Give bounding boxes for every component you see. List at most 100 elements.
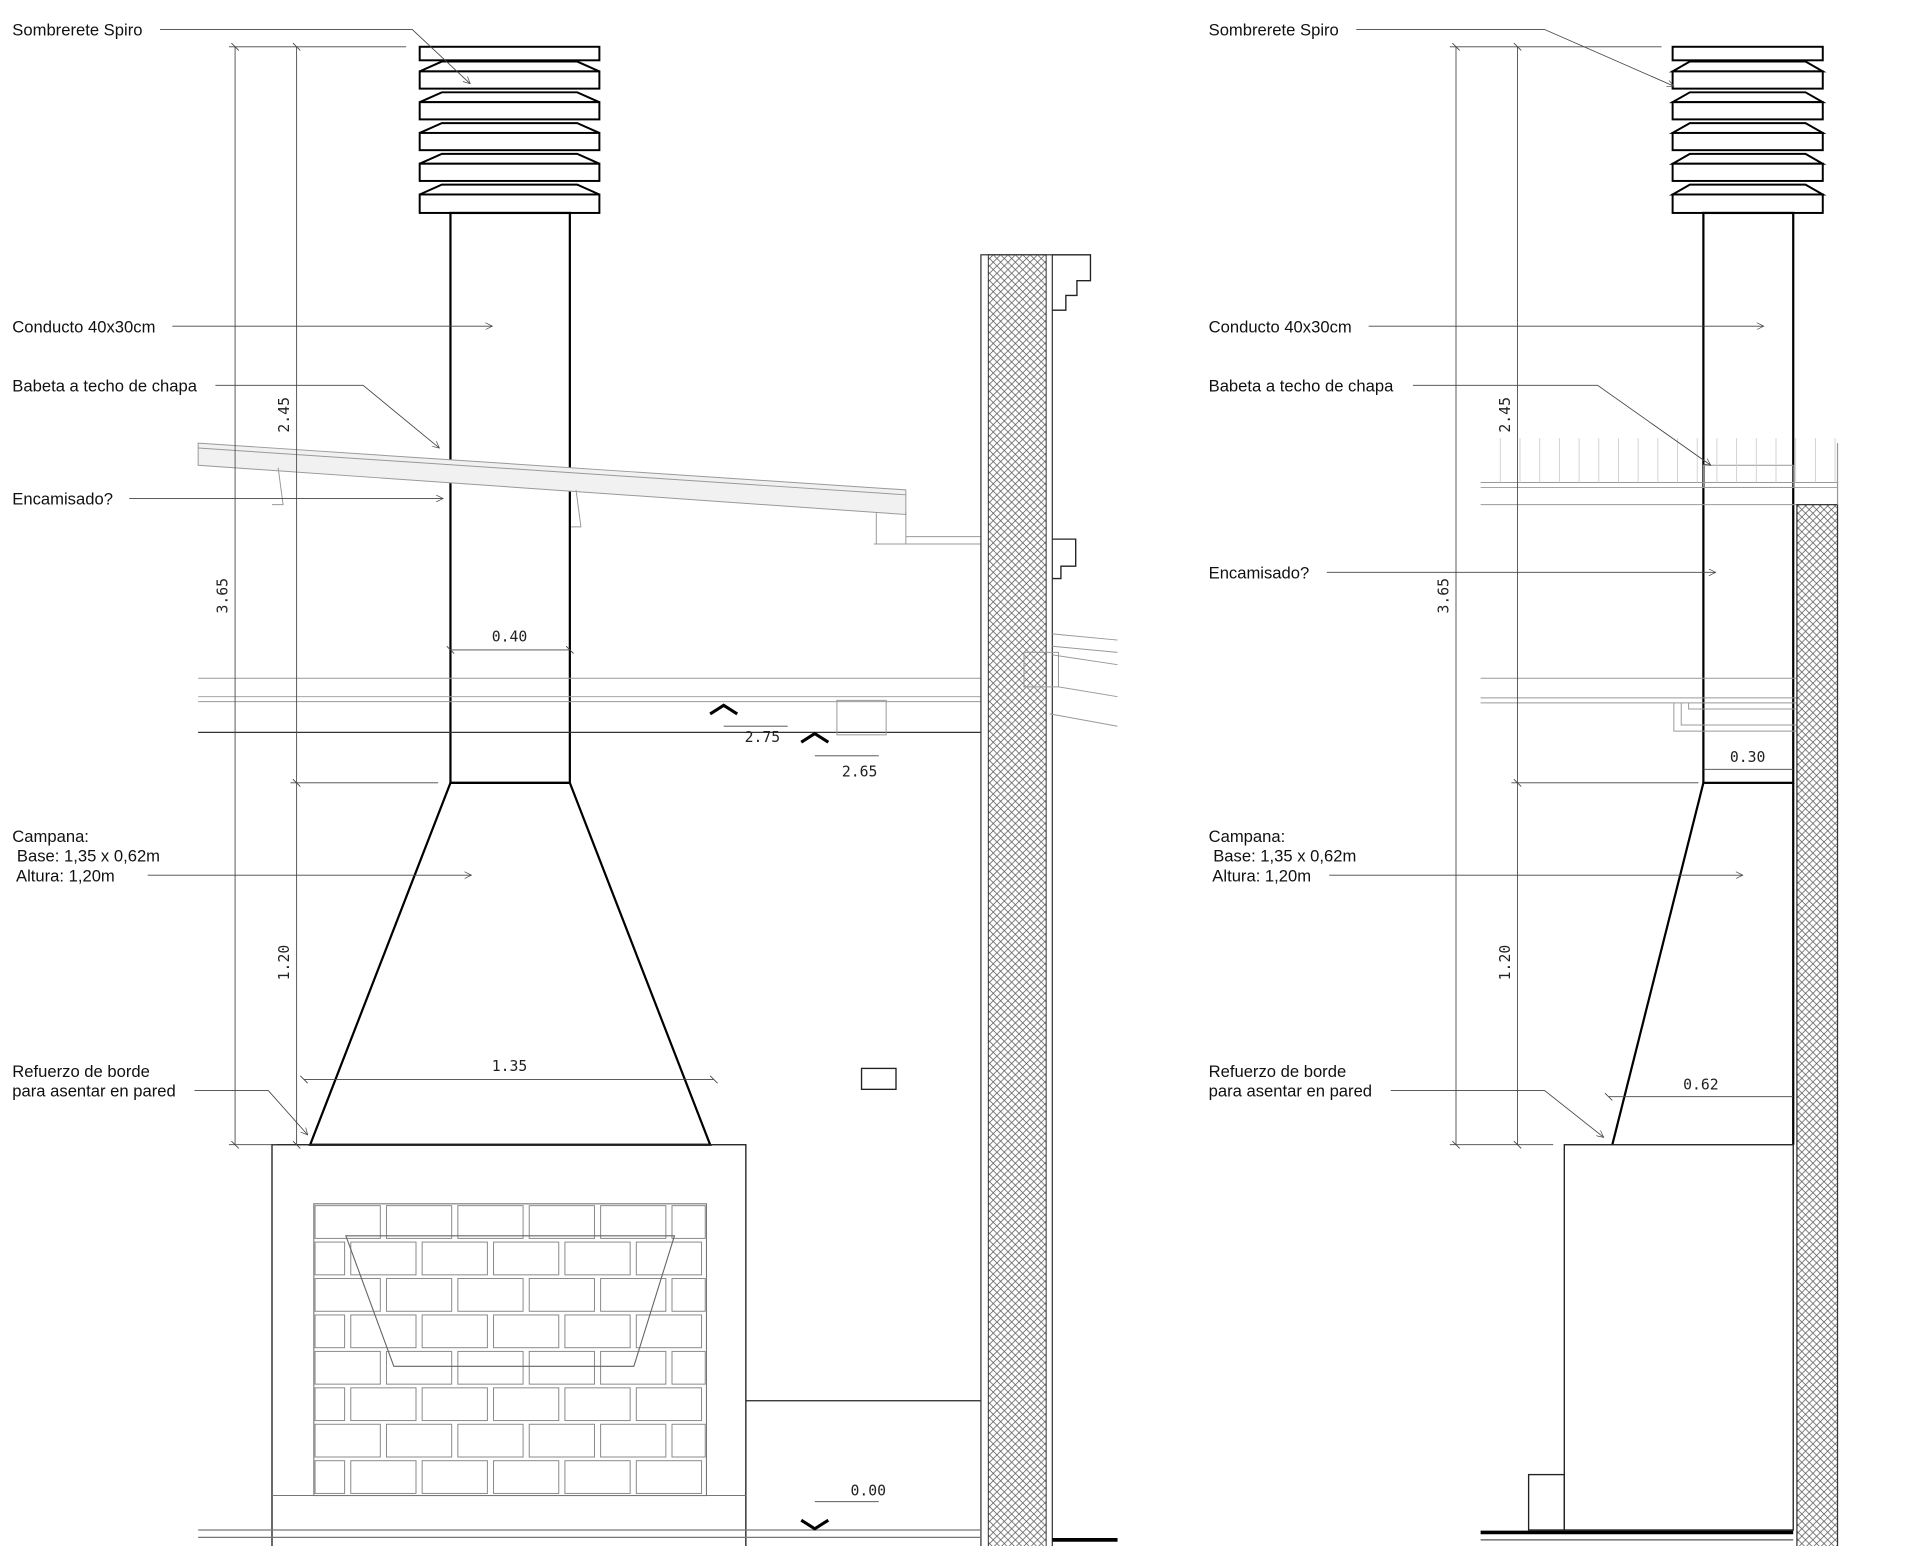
brick xyxy=(421,1460,488,1494)
brick xyxy=(493,1460,560,1494)
brick xyxy=(528,1278,595,1312)
cap-plate xyxy=(418,101,601,121)
label-campana-altura-side: Altura: 1,20m xyxy=(1209,866,1311,885)
front-elevation: 3.65 2.45 1.20 0.40 1.35 2.75 2.65 0.00 … xyxy=(12,21,1118,1546)
brick xyxy=(314,1241,346,1276)
dim-hood-depth: 0.62 xyxy=(1683,1076,1719,1093)
cap-plate xyxy=(1671,162,1824,182)
dim-lower-front: 1.20 xyxy=(276,945,293,981)
brick xyxy=(385,1350,453,1385)
firebox-opening xyxy=(345,1235,676,1367)
brick xyxy=(600,1350,667,1385)
brick xyxy=(457,1205,524,1239)
brick xyxy=(314,1460,346,1494)
cap-louver xyxy=(1668,91,1827,104)
cap-louver xyxy=(1668,183,1827,196)
brick xyxy=(350,1460,417,1494)
brick xyxy=(385,1278,453,1312)
label-campana: Campana: xyxy=(12,827,89,846)
label-encamisado: Encamisado? xyxy=(12,490,113,509)
label-refuerzo-side: Refuerzo de borde xyxy=(1209,1062,1347,1081)
level-2-75: 2.75 xyxy=(745,729,781,746)
brick xyxy=(314,1350,381,1385)
cap-louver xyxy=(1668,122,1827,134)
label-campana-base-side: Base: 1,35 x 0,62m xyxy=(1209,847,1357,866)
brick xyxy=(671,1205,706,1239)
label-babeta: Babeta a techo de chapa xyxy=(12,376,197,395)
brick xyxy=(600,1423,667,1458)
dim-hood-base: 1.35 xyxy=(492,1058,528,1075)
label-refuerzo-2: para asentar en pared xyxy=(12,1082,175,1101)
firebox-side xyxy=(1563,1144,1794,1531)
brick xyxy=(600,1205,667,1239)
dim-duct-width: 0.40 xyxy=(492,628,528,645)
dim-upper-front: 2.45 xyxy=(276,397,293,433)
cap-louver xyxy=(419,91,600,104)
brick xyxy=(314,1314,346,1349)
side-elevation: 3.65 2.45 1.20 0.30 0.62 Sombrerete Spir… xyxy=(1209,21,1839,1546)
cap-plate xyxy=(418,131,601,152)
dim-total-side: 3.65 xyxy=(1436,578,1453,614)
brick xyxy=(564,1241,631,1276)
duct-front xyxy=(449,211,571,784)
spiro-cap-front xyxy=(418,45,601,214)
small-opening xyxy=(860,1067,897,1091)
brick xyxy=(314,1278,381,1312)
floor-line xyxy=(198,1529,1118,1542)
leader-lines-side xyxy=(1326,29,1764,1138)
label-campana-side: Campana: xyxy=(1209,827,1286,846)
brick xyxy=(528,1423,595,1458)
cap-plate xyxy=(1671,101,1824,121)
cap-plate xyxy=(418,70,601,90)
brick xyxy=(457,1278,524,1312)
brick xyxy=(564,1314,631,1349)
dim-upper-side: 2.45 xyxy=(1497,397,1514,433)
brick xyxy=(457,1423,524,1458)
firebox-front xyxy=(271,1144,747,1546)
label-campana-altura: Altura: 1,20m xyxy=(12,866,114,885)
slab-lines xyxy=(198,677,981,1402)
brick xyxy=(528,1205,595,1239)
dim-total-front: 3.65 xyxy=(215,578,232,614)
label-refuerzo: Refuerzo de borde xyxy=(12,1062,150,1081)
brick xyxy=(671,1278,706,1312)
label-conducto: Conducto 40x30cm xyxy=(12,317,155,336)
brick xyxy=(671,1350,706,1385)
cap-plate xyxy=(1671,70,1824,90)
hatched-wall xyxy=(980,254,1118,1546)
dim-lower-side: 1.20 xyxy=(1497,945,1514,981)
spiro-cap-side xyxy=(1668,45,1827,214)
duct-side xyxy=(1702,211,1795,784)
brick xyxy=(635,1460,703,1494)
cap-plate xyxy=(418,162,601,182)
brick xyxy=(350,1241,417,1276)
cap-louver xyxy=(419,183,600,196)
level-markers xyxy=(709,703,879,1531)
brick xyxy=(493,1387,560,1422)
brick xyxy=(528,1350,595,1385)
brick xyxy=(635,1241,703,1276)
brick xyxy=(600,1278,667,1312)
cap-louver xyxy=(1668,60,1827,73)
brick xyxy=(635,1387,703,1422)
label-encamisado-side: Encamisado? xyxy=(1209,564,1310,583)
brick xyxy=(350,1387,417,1422)
brick xyxy=(314,1387,346,1422)
roof-side xyxy=(1480,438,1838,732)
brick xyxy=(493,1241,560,1276)
level-0-00: 0.00 xyxy=(850,1483,886,1500)
cap-plate xyxy=(1671,193,1824,214)
brick-firebox xyxy=(272,1203,746,1497)
dimension-lines-side xyxy=(1449,42,1794,1149)
brick xyxy=(421,1241,488,1276)
brick xyxy=(564,1387,631,1422)
brick xyxy=(385,1423,453,1458)
cap-plate xyxy=(418,193,601,214)
cap-louver xyxy=(419,60,600,73)
brick xyxy=(564,1460,631,1494)
hood-front xyxy=(308,781,712,1146)
cap-plate xyxy=(1671,45,1824,62)
label-babeta-side: Babeta a techo de chapa xyxy=(1209,376,1394,395)
level-2-65: 2.65 xyxy=(842,764,878,781)
